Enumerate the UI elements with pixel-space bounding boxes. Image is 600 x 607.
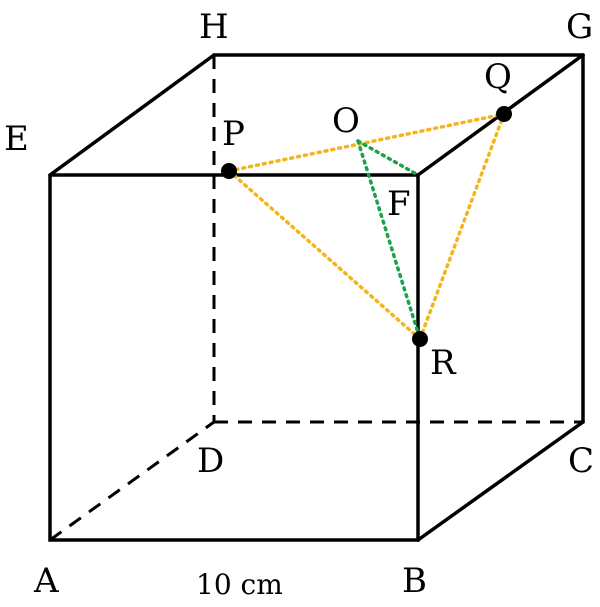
label-A: A	[33, 561, 59, 601]
cube-visible-edges	[48, 53, 585, 542]
label-B: B	[402, 561, 427, 601]
edge-EH	[48, 53, 216, 177]
segment-OF	[356, 139, 420, 177]
label-H: H	[199, 7, 229, 47]
point-P	[221, 163, 237, 179]
label-P: P	[222, 114, 245, 154]
label-C: C	[568, 441, 594, 481]
segment-QR	[418, 112, 506, 341]
label-O: O	[332, 101, 360, 141]
segment-PQ	[227, 112, 506, 173]
point-R	[412, 331, 428, 347]
triangle-PQR	[227, 112, 506, 341]
cube-hidden-edges	[49, 55, 583, 542]
segment-PR	[227, 169, 422, 341]
label-D: D	[197, 441, 224, 481]
point-Q	[496, 106, 512, 122]
label-Q: Q	[484, 57, 512, 97]
lines-from-O	[356, 139, 422, 341]
label-E: E	[4, 119, 29, 159]
label-F: F	[387, 184, 411, 224]
edge-AD	[49, 420, 215, 542]
label-R: R	[430, 343, 457, 383]
front-face	[48, 173, 420, 542]
segment-OR	[356, 139, 422, 341]
label-G: G	[566, 7, 593, 47]
measurement-label: 10 cm	[196, 568, 283, 601]
edge-BC	[416, 420, 585, 542]
